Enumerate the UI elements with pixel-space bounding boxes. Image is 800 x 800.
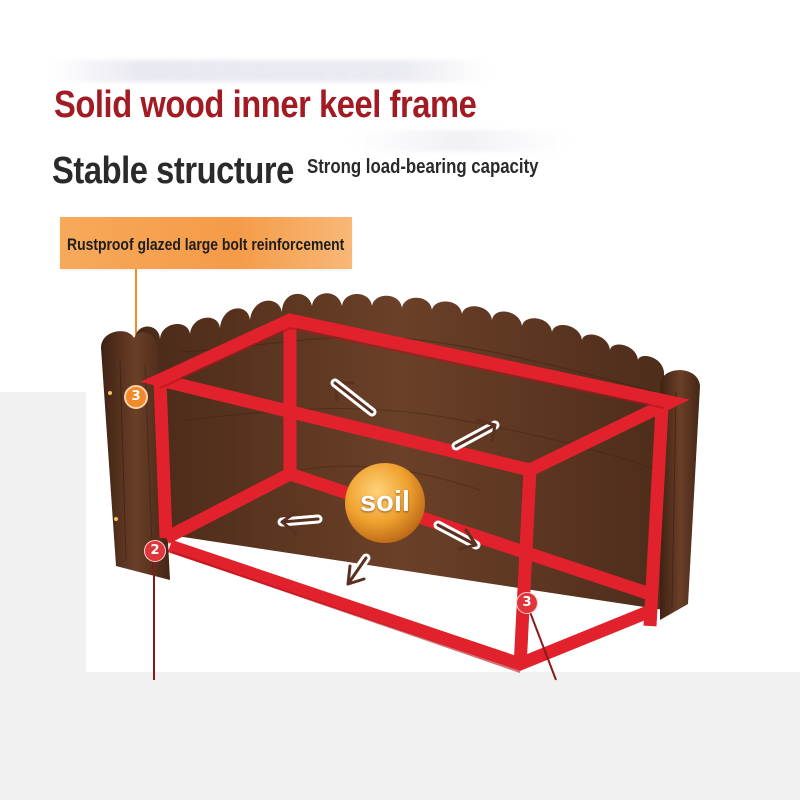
subtitle-note: Strong load-bearing capacity [307, 156, 539, 178]
marker-badge-bolt: 3 [124, 385, 148, 409]
red-frame-shading [159, 326, 665, 673]
right-end-post [660, 370, 700, 620]
callout-box [60, 217, 352, 269]
faded-text-band [50, 60, 490, 82]
marker-leader-right [529, 611, 557, 681]
callout-label: Rustproof glazed large bolt reinforcemen… [67, 235, 345, 254]
faded-text-band-2 [350, 130, 570, 152]
marker-badge-post: 3 [516, 592, 538, 614]
main-title: Solid wood inner keel frame [54, 84, 477, 126]
arrows [277, 378, 500, 589]
soil-label: soil [360, 486, 410, 518]
soil-ball [345, 463, 425, 543]
background-panel-bottom [0, 672, 800, 800]
marker-badge-frame: 2 [144, 540, 166, 562]
subtitle: Stable structure [52, 150, 294, 192]
